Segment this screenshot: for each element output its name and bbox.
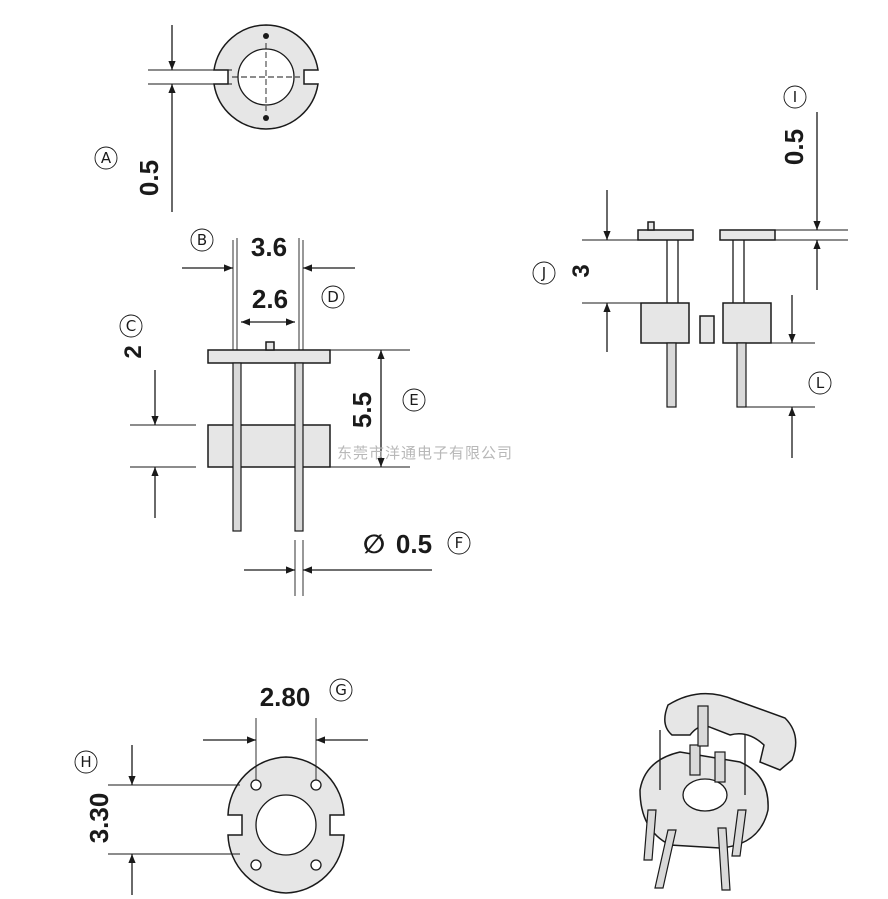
dimension-j-letter: J: [541, 264, 546, 282]
dimension-i-letter: I: [793, 88, 797, 106]
dimension-g-value: 2.80: [260, 682, 311, 712]
dimension-h: H 3.30: [74, 745, 240, 895]
dimension-c: C 2: [119, 314, 196, 518]
company-watermark: 东莞市洋通电子有限公司: [337, 444, 513, 462]
dimension-d-value: 2.6: [252, 284, 288, 314]
dimension-b-value: 3.6: [251, 232, 287, 262]
bottom-view: [227, 756, 345, 894]
dimension-c-letter: C: [126, 317, 136, 335]
dimension-i: I 0.5: [775, 85, 848, 290]
dimension-l-letter: L: [816, 374, 825, 392]
dimension-f-symbol: ∅: [363, 529, 385, 559]
isometric-view: [639, 692, 797, 891]
dimension-f-letter: F: [455, 534, 464, 552]
dimension-e: E 5.5: [330, 349, 426, 468]
dimension-b-letter: B: [197, 231, 207, 249]
dimension-j: J 3: [532, 190, 641, 352]
side-view: [207, 238, 331, 532]
dimension-a: A 0.5: [94, 25, 232, 212]
dimension-e-letter: E: [409, 391, 418, 409]
top-view-small: [213, 24, 319, 130]
dimension-f: ∅ 0.5 F: [244, 529, 471, 596]
dimension-c-value: 2: [120, 345, 147, 358]
dimension-l: L: [746, 295, 832, 458]
dimension-g: 2.80 G: [203, 678, 368, 780]
dimension-d: D 2.6: [241, 284, 345, 326]
dimension-g-letter: G: [335, 681, 347, 699]
dimension-h-value: 3.30: [84, 793, 114, 844]
dimension-j-value: 3: [568, 264, 595, 277]
dimension-a-value: 0.5: [134, 160, 164, 196]
dimension-h-letter: H: [80, 753, 91, 771]
dimension-e-value: 5.5: [347, 392, 377, 428]
dimension-d-letter: D: [327, 288, 339, 306]
dimension-i-value: 0.5: [779, 129, 809, 165]
dimension-b: B 3.6: [182, 228, 355, 350]
right-side-view: [637, 221, 776, 408]
dimension-f-value: 0.5: [396, 529, 432, 559]
dimension-a-letter: A: [101, 149, 112, 167]
